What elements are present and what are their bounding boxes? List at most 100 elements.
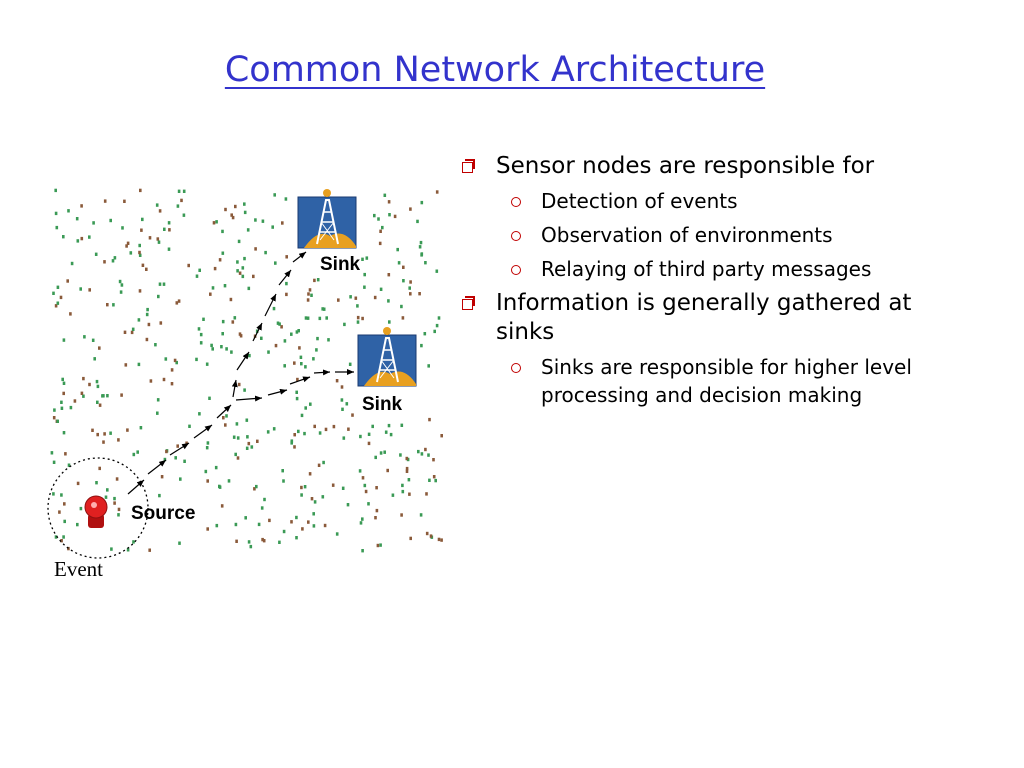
sensor-node [253, 487, 256, 491]
sensor-node [435, 323, 439, 328]
sensor-node [131, 327, 135, 331]
sensor-node [61, 377, 64, 382]
sensor-node [272, 427, 276, 431]
sensor-node [56, 285, 60, 289]
sensor-node [337, 298, 340, 302]
sensor-node [162, 282, 166, 286]
sensor-node [400, 304, 403, 309]
sensor-node [341, 407, 344, 411]
sensor-node [243, 256, 246, 261]
route-arrow [267, 388, 288, 396]
sensor-node [158, 493, 161, 498]
sensor-node [393, 214, 397, 219]
sensor-node [235, 539, 238, 543]
sensor-node [383, 193, 387, 197]
sensor-node [55, 225, 59, 230]
sensor-node [62, 381, 66, 385]
sensor-node [429, 534, 433, 538]
sensor-node [419, 240, 423, 245]
sensor-node [300, 362, 303, 366]
sensor-node [63, 502, 66, 506]
sensor-node [115, 477, 119, 481]
sensor-node [293, 445, 296, 449]
sensor-node [423, 332, 427, 336]
sensor-node [159, 321, 163, 325]
sensor-node [52, 416, 56, 420]
sensor-node [221, 332, 224, 336]
sensor-node [167, 221, 171, 225]
sensor-node [247, 441, 251, 446]
sensor-node [167, 247, 171, 251]
sensor-node [195, 274, 199, 278]
sensor-node [304, 316, 308, 320]
sensor-node [420, 252, 424, 256]
sensor-node [83, 335, 86, 339]
sensor-node [221, 251, 225, 255]
sensor-node [177, 299, 181, 303]
sensor-node [278, 540, 281, 544]
sensor-node [298, 346, 301, 350]
sensor-node [280, 325, 283, 329]
sensor-node [374, 516, 377, 520]
sensor-node [301, 527, 304, 531]
sensor-node [88, 382, 91, 387]
sensor-node [202, 317, 205, 321]
sensor-node [69, 405, 73, 410]
sensor-node [103, 199, 107, 203]
route-arrow [231, 379, 238, 398]
sensor-node [405, 469, 409, 473]
sub-bullet-text: Sinks are responsible for higher level p… [541, 355, 912, 407]
sensor-node [295, 515, 298, 520]
sensor-node [244, 516, 247, 520]
sensor-node [95, 379, 99, 384]
sensor-node [220, 504, 224, 508]
sensor-node [177, 189, 181, 193]
sensor-node [402, 279, 405, 283]
sensor-node [377, 217, 380, 221]
sensor-node [155, 203, 159, 207]
sensor-node [359, 521, 363, 525]
sensor-node [232, 435, 236, 439]
circle-bullet-icon [511, 265, 521, 275]
sensor-node [365, 256, 369, 260]
sensor-node [367, 502, 370, 506]
sensor-network-diagram: Sink Sink Source Event [47, 188, 443, 581]
sensor-node [104, 495, 108, 499]
source-label: Source [131, 503, 195, 524]
sensor-node [285, 292, 288, 297]
sensor-node [138, 243, 141, 248]
sensor-node [379, 451, 383, 455]
sensor-node [210, 343, 213, 348]
sensor-node [110, 547, 113, 551]
sensor-node [229, 297, 233, 302]
sensor-node [340, 398, 344, 402]
sensor-node [361, 549, 364, 553]
sensor-node [290, 439, 294, 443]
sensor-node [408, 286, 411, 290]
sensor-node [335, 532, 339, 536]
sensor-node [405, 466, 409, 471]
sensor-node [274, 343, 278, 348]
sensor-node [163, 227, 166, 231]
sensor-node [96, 432, 99, 437]
sensor-node [178, 541, 181, 545]
route-arrow [147, 459, 167, 475]
sensor-node [237, 239, 241, 244]
sensor-node [375, 486, 378, 490]
sensor-node [215, 220, 218, 224]
sensor-node [231, 320, 235, 324]
sensor-node [126, 548, 130, 552]
sensor-node [425, 531, 429, 536]
sensor-node [306, 298, 310, 302]
sensor-node [312, 357, 315, 361]
sensor-node [64, 452, 67, 456]
sensor-node [157, 294, 160, 299]
sensor-node [342, 436, 346, 440]
sensor-node [206, 479, 209, 483]
sensor-node [179, 477, 182, 481]
sensor-node [141, 263, 145, 267]
sensor-node [281, 221, 284, 225]
sensor-node [379, 543, 382, 547]
sensor-node [52, 492, 55, 496]
sensor-node [221, 319, 225, 324]
